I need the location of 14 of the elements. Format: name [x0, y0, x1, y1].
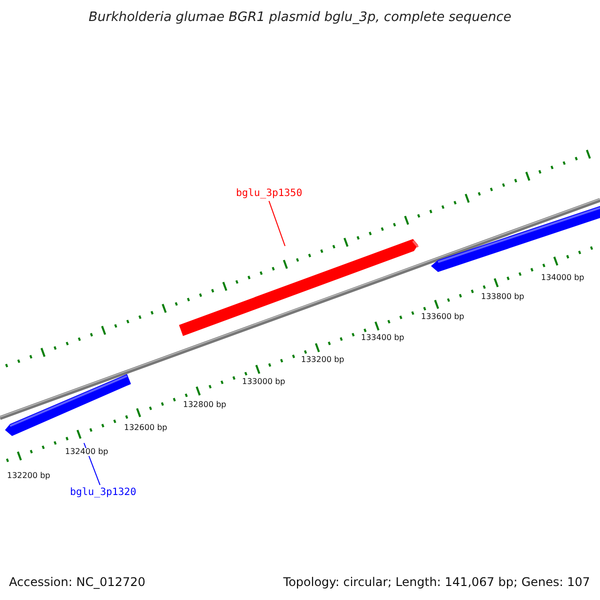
gene-label: bglu_3p1320 — [70, 488, 136, 498]
tick-label: 133200 bp — [301, 356, 344, 364]
tick-label: 133000 bp — [242, 378, 286, 386]
sequence-summary: Topology: circular; Length: 141,067 bp; Genes: 107 — [283, 576, 590, 588]
accession-note: Accession: NC_012720 — [9, 576, 146, 588]
diagram-title: Burkholderia glumae BGR1 plasmid bglu_3p, complete sequence — [88, 11, 512, 24]
tick-label: 133800 bp — [481, 293, 524, 301]
tick-label: 132800 bp — [183, 401, 226, 409]
gene-label: bglu_3p1350 — [236, 189, 302, 199]
tick-label: 132200 bp — [7, 472, 50, 480]
tick-label: 132600 bp — [124, 424, 168, 432]
tick-label: 133400 bp — [361, 334, 404, 342]
gene-arrow — [431, 206, 600, 272]
leader-line — [268, 200, 286, 246]
